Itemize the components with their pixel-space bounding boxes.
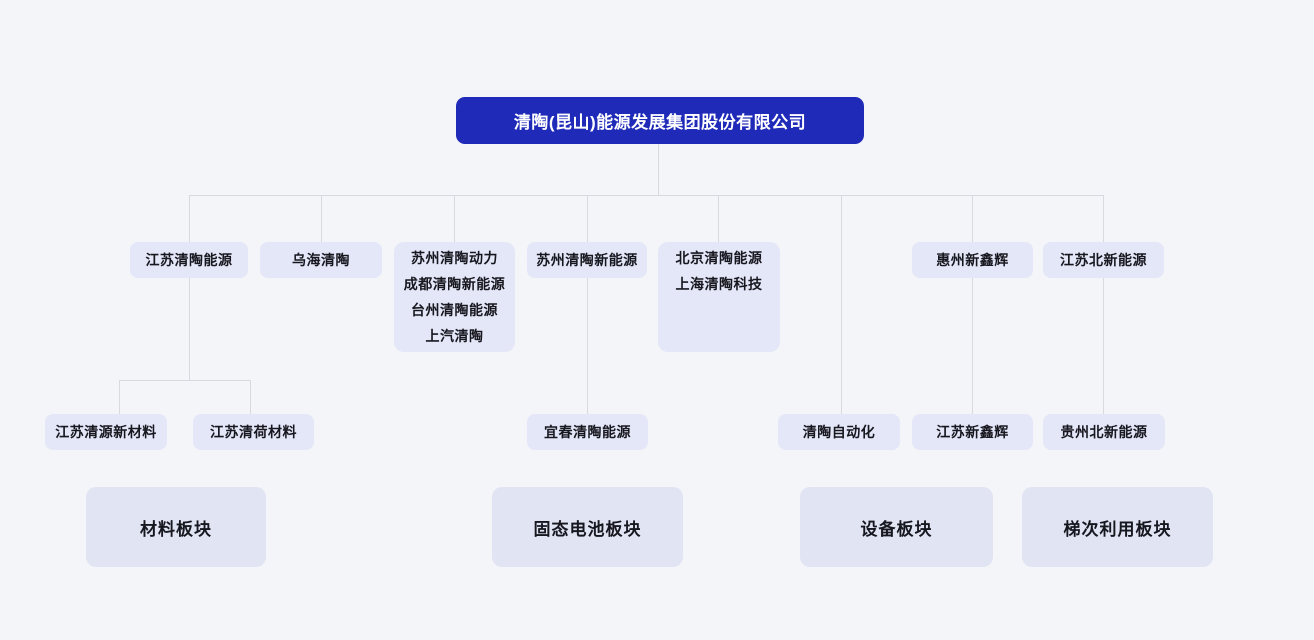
org-node-guizhou-beixin-energy: 贵州北新能源	[1043, 414, 1165, 450]
connector-drop-jiangsu-qingtao-energy	[189, 195, 190, 242]
org-node-yichun-qingtao-energy: 宜春清陶能源	[527, 414, 648, 450]
connector-root-stem	[658, 144, 659, 195]
org-node-huizhou-xinxinhui: 惠州新鑫辉	[912, 242, 1033, 278]
org-node-jiangsu-qingyuan-materials: 江苏清源新材料	[45, 414, 167, 450]
section-label-materials: 材料板块	[86, 487, 266, 567]
org-node-jiangsu-qinghe-materials: 江苏清荷材料	[193, 414, 314, 450]
section-label-echelon-utilization: 梯次利用板块	[1022, 487, 1213, 567]
org-node-jiangsu-qingtao-energy: 江苏清陶能源	[130, 242, 248, 278]
connector-drop-wuhai-qingtao	[321, 195, 322, 242]
org-node-line-saic-qingtao: 上汽清陶	[425, 328, 484, 344]
org-node-wuhai-qingtao: 乌海清陶	[260, 242, 382, 278]
org-node-jiangsu-beixin-energy: 江苏北新能源	[1043, 242, 1164, 278]
org-node-beijing-shanghai-group: 北京清陶能源 上海清陶科技	[658, 242, 780, 352]
section-label-solid-state-battery: 固态电池板块	[492, 487, 683, 567]
org-node-jiangsu-xinxinhui: 江苏新鑫辉	[912, 414, 1033, 450]
org-node-suzhou-qingtao-new-energy: 苏州清陶新能源	[527, 242, 647, 278]
connector-drop-beijing-shanghai-group	[718, 195, 719, 242]
connector-drop-jiangsu-qingyuan	[119, 380, 120, 414]
connector-stem-jiangsu-xinxinhui	[972, 278, 973, 414]
org-node-line-shanghai-qingtao-tech: 上海清陶科技	[675, 276, 763, 292]
org-node-line-chengdu-qingtao-new-energy: 成都清陶新能源	[403, 276, 506, 292]
connector-stem-yichun-qingtao	[587, 278, 588, 414]
org-node-line-beijing-qingtao-energy: 北京清陶能源	[675, 250, 763, 266]
connector-drop-suzhou-new-energy	[587, 195, 588, 242]
connector-drop-qingtao-automation	[841, 195, 842, 414]
connector-drop-jiangsu-beixin-energy	[1103, 195, 1104, 242]
org-node-line-taizhou-qingtao-energy: 台州清陶能源	[411, 302, 498, 318]
org-node-line-suzhou-qingtao-power: 苏州清陶动力	[411, 250, 498, 266]
org-node-root: 清陶(昆山)能源发展集团股份有限公司	[456, 97, 864, 144]
connector-stem-guizhou-beixin	[1103, 278, 1104, 414]
connector-stem-jiangsu-qingtao-energy	[189, 278, 190, 380]
connector-level2-bus	[189, 195, 1104, 196]
connector-materials-bus	[119, 380, 250, 381]
org-node-suzhou-qingtao-power-group: 苏州清陶动力 成都清陶新能源 台州清陶能源 上汽清陶	[394, 242, 515, 352]
connector-drop-suzhou-power-group	[454, 195, 455, 242]
section-label-equipment: 设备板块	[800, 487, 993, 567]
org-node-qingtao-automation: 清陶自动化	[778, 414, 900, 450]
connector-drop-huizhou-xinxinhui	[972, 195, 973, 242]
connector-drop-jiangsu-qinghe	[250, 380, 251, 414]
